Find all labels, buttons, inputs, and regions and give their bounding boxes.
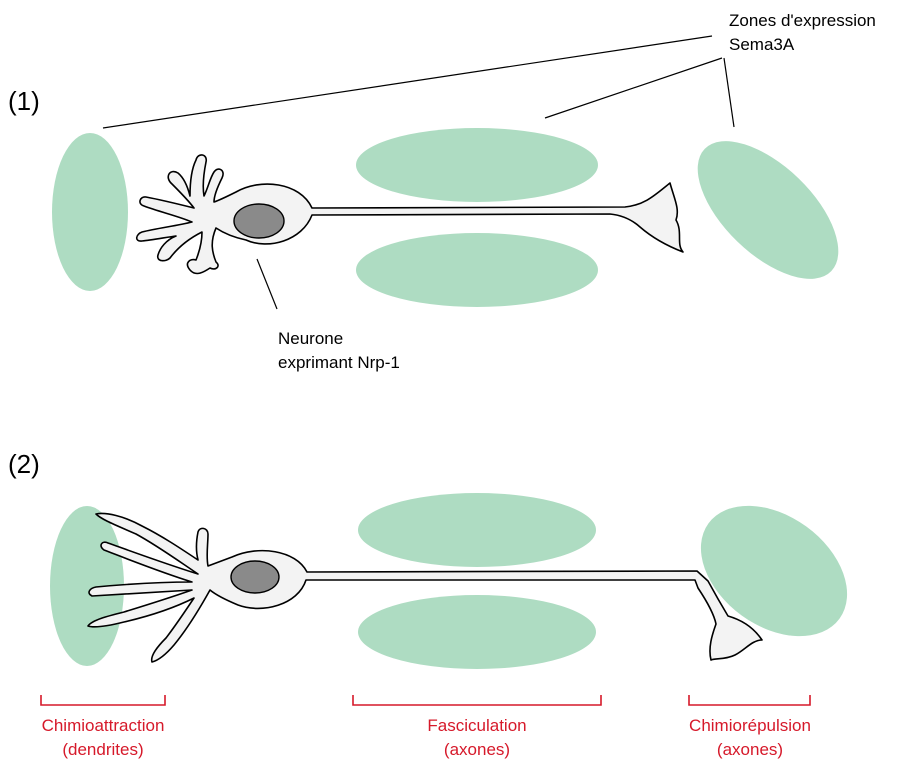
zone-center-bottom-2 xyxy=(358,595,596,669)
effect-3-line2: (axones) xyxy=(717,740,783,759)
zone-center-top-2 xyxy=(358,493,596,567)
effect-2-line2: (axones) xyxy=(444,740,510,759)
leader-to-zone-left xyxy=(103,36,712,128)
leader-to-zone-center xyxy=(545,58,722,118)
bracket-chimiorepulsion xyxy=(689,695,810,705)
effect-1-line1: Chimioattraction xyxy=(42,716,165,735)
effect-1-line2: (dendrites) xyxy=(62,740,143,759)
panel-1-nucleus xyxy=(234,204,284,238)
neurone-label-line1: Neurone xyxy=(278,329,343,348)
bracket-chimioattraction xyxy=(41,695,165,705)
effect-2-line1: Fasciculation xyxy=(427,716,526,735)
zones-label-line1: Zones d'expression xyxy=(729,11,876,30)
zone-right-2 xyxy=(676,479,872,663)
zone-center-top xyxy=(356,128,598,202)
leader-to-neuron xyxy=(257,259,277,309)
effect-brackets xyxy=(41,695,810,705)
effect-3-line1: Chimiorépulsion xyxy=(689,716,811,735)
zones-label-line2: Sema3A xyxy=(729,35,795,54)
neurone-label-line2: exprimant Nrp-1 xyxy=(278,353,400,372)
panel-2-nucleus xyxy=(231,561,279,593)
zones-leader-lines xyxy=(103,36,734,128)
leader-to-zone-right xyxy=(724,58,734,127)
zone-center-bottom xyxy=(356,233,598,307)
panel-2-number: (2) xyxy=(8,449,40,479)
bracket-fasciculation xyxy=(353,695,601,705)
panel-1-number: (1) xyxy=(8,86,40,116)
zone-right xyxy=(674,117,862,303)
zone-left xyxy=(52,133,128,291)
